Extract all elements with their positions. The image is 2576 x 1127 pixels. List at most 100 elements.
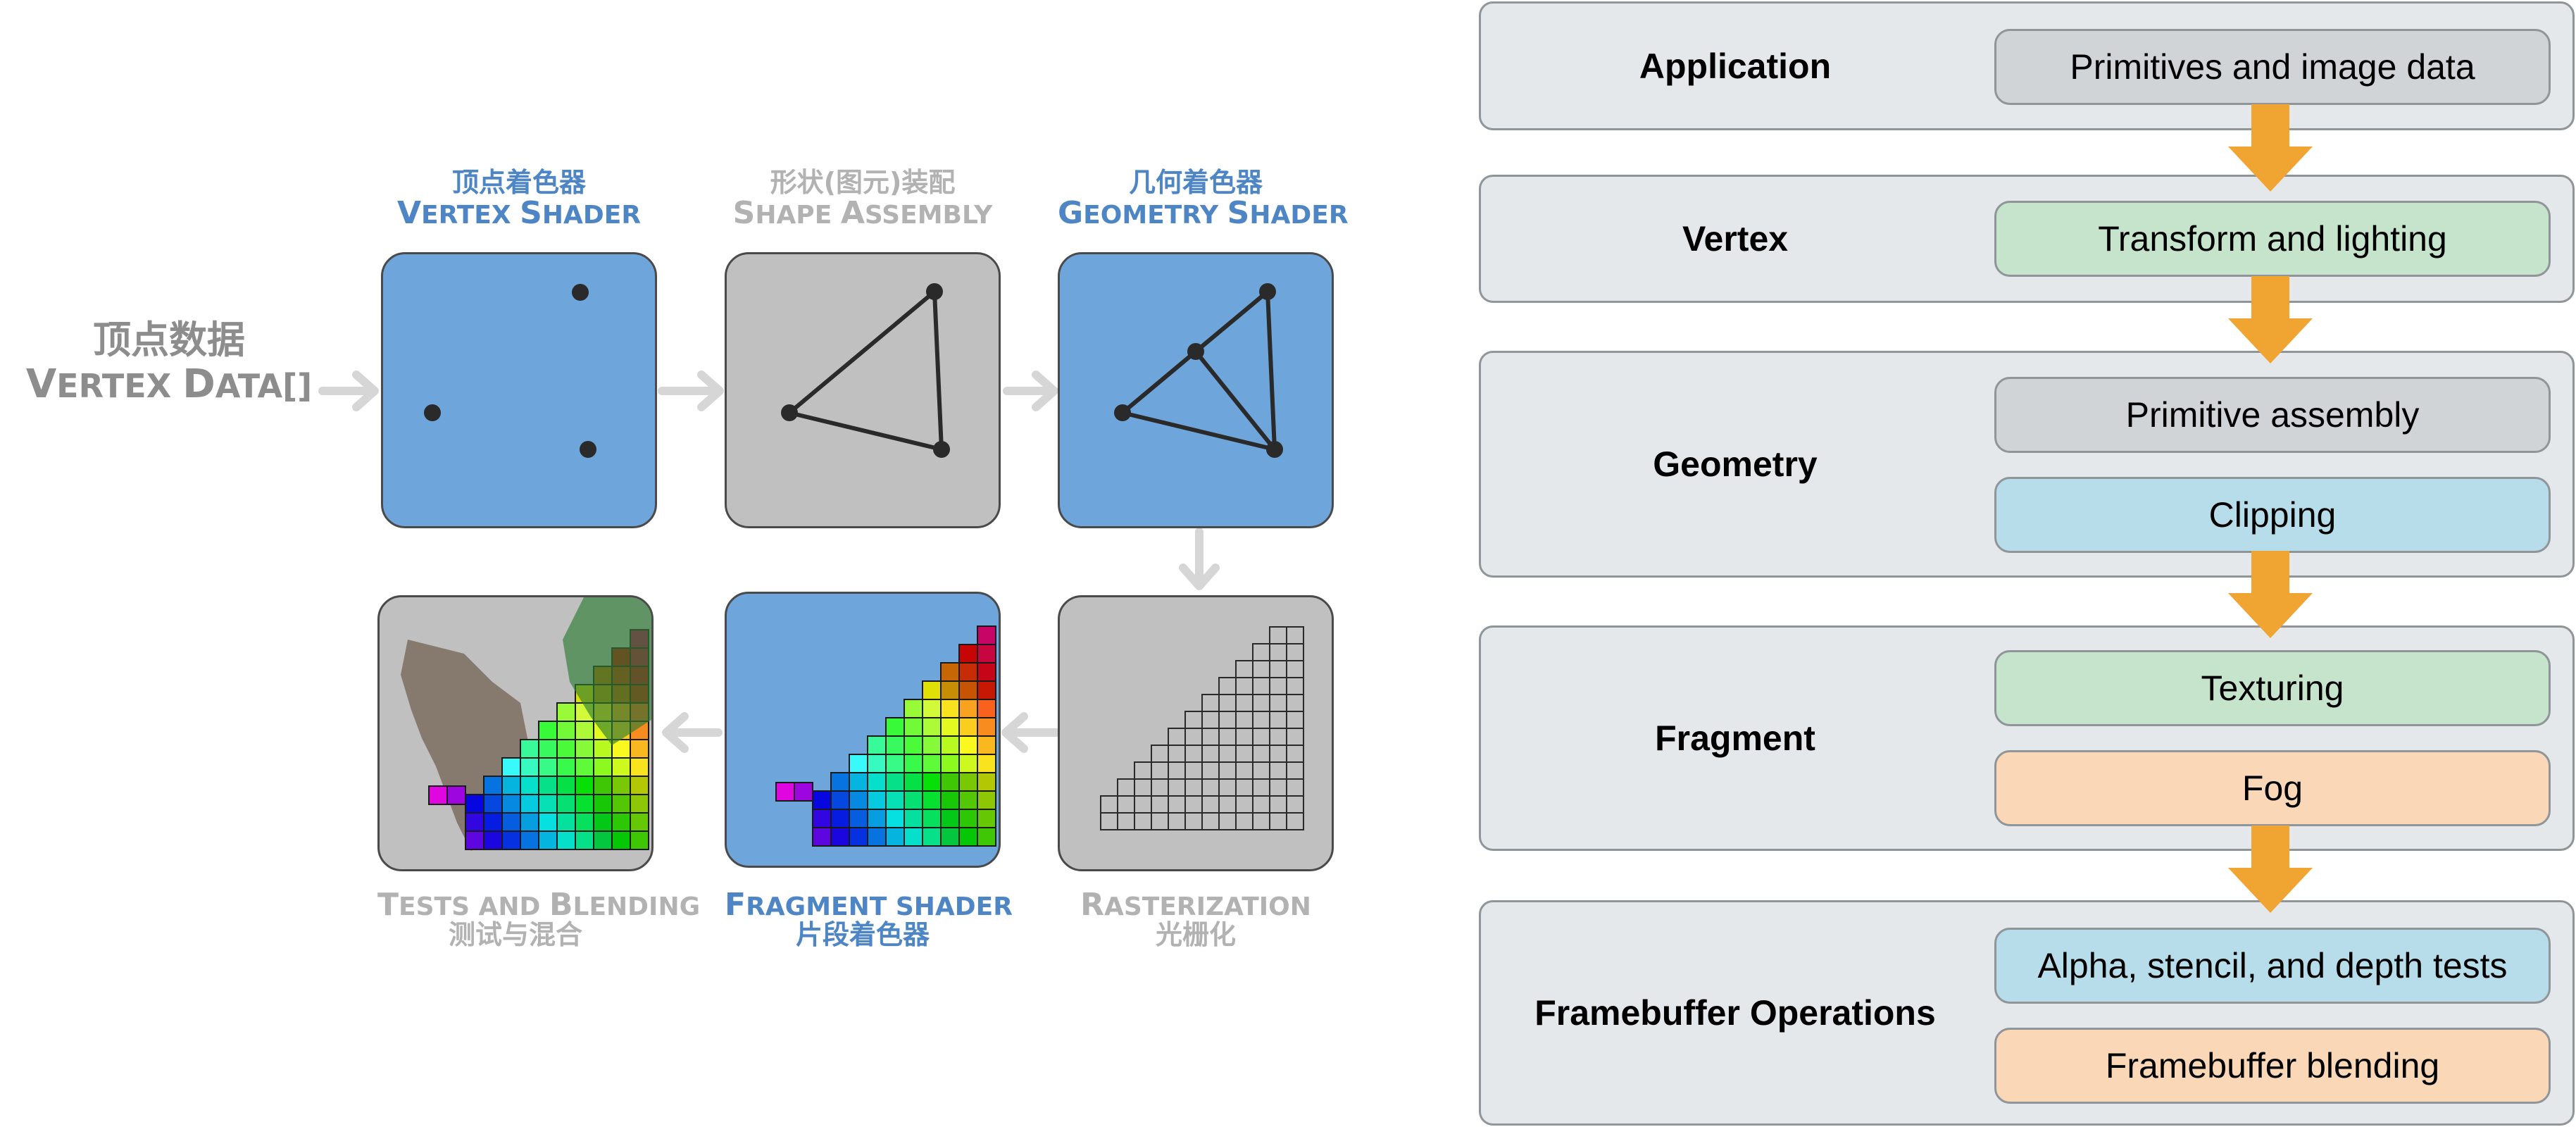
raster-cell — [1201, 745, 1220, 763]
flow-arrow-application-to-vertex — [2228, 104, 2313, 192]
group-fragment: Fragment Texturing Fog — [1479, 625, 2575, 851]
step-clipping: Clipping — [1994, 477, 2551, 553]
raster-cell — [1184, 761, 1203, 780]
raster-cell — [1201, 761, 1220, 780]
raster-cell — [1100, 795, 1118, 814]
raster-cell — [1269, 745, 1287, 763]
raster-cell — [1151, 761, 1169, 780]
flow-arrow-fragment-to-framebuffer — [2228, 826, 2313, 913]
fragment-cell — [940, 809, 960, 828]
fragment-cell — [885, 754, 905, 773]
step-alpha-stencil-depth: Alpha, stencil, and depth tests — [1994, 928, 2551, 1004]
fragment-shader-stage — [725, 592, 1001, 868]
raster-cell — [1235, 677, 1253, 695]
raster-cell — [1201, 694, 1220, 712]
fragment-cell — [520, 794, 539, 814]
fragment-cell — [977, 680, 996, 700]
group-framebuffer-operations: Framebuffer Operations Alpha, stencil, a… — [1479, 900, 2575, 1126]
fragment-cell — [593, 830, 613, 850]
raster-cell — [1286, 677, 1304, 695]
fragment-cell — [538, 757, 558, 777]
tests-blending-label: TESTS AND BLENDING 测试与混合 — [377, 887, 701, 951]
geometry-shader-label: 几何着色器 GEOMETRY SHADER — [1058, 167, 1349, 231]
raster-cell — [1235, 660, 1253, 678]
fragment-cell — [575, 721, 594, 740]
raster-cell — [1252, 728, 1270, 746]
shape-assembly-label: 形状(图元)装配 SHAPE ASSEMBLY — [732, 167, 993, 231]
fragment-cell — [940, 827, 960, 847]
raster-cell — [1218, 761, 1237, 780]
fragment-cell — [904, 809, 923, 828]
fragment-cell — [958, 662, 978, 682]
fragment-cell — [520, 776, 539, 795]
fragment-cell — [611, 812, 631, 832]
fragment-cell — [977, 754, 996, 773]
fragment-cell — [465, 830, 484, 850]
raster-cell — [1218, 711, 1237, 729]
raster-cell — [1252, 677, 1270, 695]
fragment-cell — [501, 794, 521, 814]
fragment-cell — [538, 830, 558, 850]
raster-cell — [1235, 761, 1253, 780]
raster-cell — [1235, 795, 1253, 814]
fragment-cell — [922, 827, 942, 847]
group-vertex: Vertex Transform and lighting — [1479, 175, 2575, 303]
group-title-vertex: Vertex — [1682, 219, 1789, 259]
fragment-cell — [538, 739, 558, 759]
fragment-cell — [556, 812, 576, 832]
raster-cell — [1117, 795, 1135, 814]
raster-cell — [1201, 795, 1220, 814]
fragment-cell — [904, 827, 923, 847]
fragment-cell — [630, 757, 649, 777]
fragment-cell — [501, 830, 521, 850]
raster-cell — [1151, 795, 1169, 814]
fragment-cell — [849, 754, 868, 773]
raster-cell — [1184, 778, 1203, 797]
fragment-cell — [483, 830, 503, 850]
raster-cell — [1184, 711, 1203, 729]
fragment-cell — [830, 790, 850, 810]
fragment-cell — [830, 772, 850, 792]
step-transform-lighting: Transform and lighting — [1994, 201, 2551, 277]
raster-cell — [1235, 728, 1253, 746]
raster-cell — [1201, 711, 1220, 729]
fragment-cell — [977, 662, 996, 682]
fragment-cell — [465, 794, 484, 814]
raster-cell — [1168, 812, 1186, 830]
raster-cell — [1235, 778, 1253, 797]
fragment-cell — [446, 785, 466, 805]
fragment-cell — [885, 790, 905, 810]
fragment-cell — [830, 827, 850, 847]
fragment-cell — [593, 776, 613, 795]
vertex-shader-label: 顶点着色器 VERTEX SHADER — [396, 167, 642, 231]
fragment-cell — [483, 812, 503, 832]
raster-cell — [1252, 694, 1270, 712]
raster-cell — [1269, 778, 1287, 797]
fragment-cell — [867, 772, 887, 792]
raster-cell — [1201, 812, 1220, 830]
arrow-raster-to-fragment — [1001, 712, 1061, 753]
group-title-geometry: Geometry — [1653, 444, 1818, 484]
raster-cell — [1100, 812, 1118, 830]
raster-cell — [1218, 795, 1237, 814]
fragment-cell — [904, 790, 923, 810]
arrow-vertex-to-shape — [658, 371, 724, 411]
tests-blending-stage — [377, 595, 654, 871]
fragment-cell — [593, 757, 613, 777]
shape-assembly-stage — [725, 252, 1001, 528]
rasterization-stage — [1058, 595, 1334, 871]
fragment-cell — [940, 754, 960, 773]
fragment-cell — [940, 662, 960, 682]
fragment-cell — [575, 757, 594, 777]
fragment-cell — [483, 794, 503, 814]
raster-cell — [1252, 643, 1270, 661]
group-title-framebuffer-operations: Framebuffer Operations — [1534, 993, 1936, 1033]
fragment-cell — [830, 809, 850, 828]
fragment-shader-label: FRAGMENT SHADER 片段着色器 — [725, 887, 1013, 951]
fragment-cell — [977, 717, 996, 737]
raster-cell — [1286, 778, 1304, 797]
raster-cell — [1168, 728, 1186, 746]
raster-cell — [1286, 660, 1304, 678]
fragment-cell — [556, 739, 576, 759]
raster-cell — [1269, 728, 1287, 746]
